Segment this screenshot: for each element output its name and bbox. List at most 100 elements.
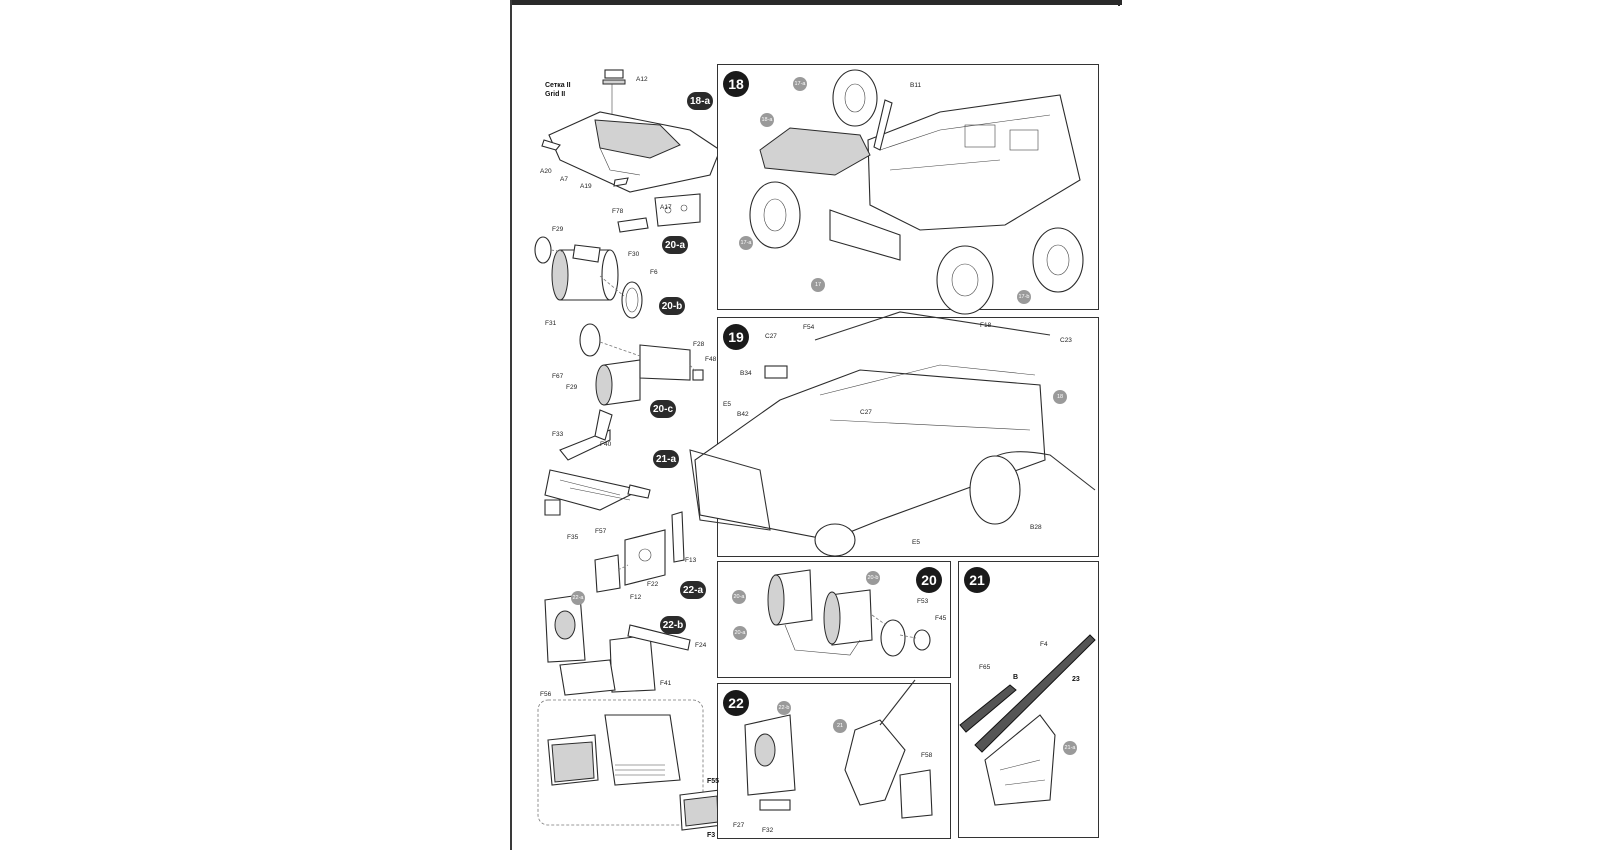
mount-part-drawing <box>594 511 685 593</box>
reference-marker: 18 <box>1053 390 1067 404</box>
grid-label-ru: Сетка II <box>545 82 571 89</box>
part-label: B28 <box>1030 524 1042 531</box>
part-label: C27 <box>765 333 777 340</box>
part-label: A7 <box>560 176 568 183</box>
part-label: F29 <box>566 384 578 391</box>
reference-marker: 22-b <box>777 701 791 715</box>
part-label: F54 <box>803 324 815 331</box>
reference-marker: 17-a <box>739 236 753 250</box>
part-label: E5 <box>912 539 920 546</box>
gun-barrel-22 <box>879 679 916 726</box>
scan-edge-right <box>1118 0 1120 6</box>
part-label: F6 <box>650 269 658 276</box>
frame-part-drawing <box>544 409 651 516</box>
part-label: B34 <box>740 370 752 377</box>
part-label: A12 <box>636 76 648 83</box>
part-label: A19 <box>580 183 592 190</box>
step-number-badge: 19 <box>723 324 749 350</box>
part-label: F31 <box>545 320 557 327</box>
part-label: F65 <box>979 664 991 671</box>
gun-part-f65 <box>959 684 1017 733</box>
star-callout: F3 <box>707 832 716 839</box>
reference-marker: 20-a <box>732 590 746 604</box>
part-f32 <box>759 799 791 811</box>
drum-part-drawing <box>534 236 643 319</box>
step-number-badge: 20 <box>916 567 942 593</box>
vehicle-body-19 <box>694 369 1046 541</box>
wheel-19 <box>969 455 1021 525</box>
part-label: F40 <box>600 441 612 448</box>
scan-edge-top <box>510 0 1122 5</box>
bracket-20 <box>784 624 861 656</box>
part-label: F30 <box>628 251 640 258</box>
part-label: F58 <box>921 752 933 759</box>
part-label: C27 <box>860 409 872 416</box>
part-label: F32 <box>762 827 774 834</box>
star-callout: F55 <box>707 778 720 785</box>
brush-guard <box>689 449 771 531</box>
sub-step-badge: 22-a <box>680 581 706 599</box>
step-number-badge: 22 <box>723 690 749 716</box>
part-label: F12 <box>630 594 642 601</box>
sub-step-badge: 20-c <box>650 400 676 418</box>
drum2-part-drawing <box>579 323 704 406</box>
body-lines <box>819 364 1036 431</box>
part-label: F56 <box>540 691 552 698</box>
step-number-badge: 21 <box>964 567 990 593</box>
part-f58 <box>899 769 933 819</box>
part-label: F13 <box>685 557 697 564</box>
grid-label-en: Grid II <box>545 91 566 98</box>
part-label: F57 <box>595 528 607 535</box>
reference-marker: 22-a <box>571 591 585 605</box>
part-label: B11 <box>910 82 922 89</box>
detail-inset-drawing <box>537 699 723 831</box>
part-label: B42 <box>737 411 749 418</box>
part-label: F41 <box>660 680 672 687</box>
hood-part-drawing <box>541 69 721 193</box>
part-label: F78 <box>612 208 624 215</box>
sub-step-badge: 22-b <box>660 616 686 634</box>
star-callout: 23 <box>1072 676 1080 683</box>
sub-step-badge: 18-a <box>687 92 713 110</box>
sub-step-badge: 20-b <box>659 297 685 315</box>
part-label: F24 <box>695 642 707 649</box>
part-label: F29 <box>552 226 564 233</box>
seat-part-drawing <box>544 594 691 696</box>
snorkel-pipe <box>873 99 893 151</box>
part-label: A17 <box>660 204 672 211</box>
wheels <box>749 69 1084 315</box>
scan-edge-left <box>510 0 512 850</box>
part-f53 <box>880 619 906 657</box>
front-wheel-19 <box>814 523 856 557</box>
part-label: F67 <box>552 373 564 380</box>
part-label: F48 <box>705 356 717 363</box>
reference-marker: 21-a <box>1063 741 1077 755</box>
reference-marker: 17 <box>811 278 825 292</box>
gun-barrel-f4 <box>974 634 1096 753</box>
reference-marker: 17-b <box>1017 290 1031 304</box>
roof-rail <box>814 311 1051 341</box>
part-f45 <box>913 629 931 651</box>
bracket-part-drawing <box>617 193 701 233</box>
step-number-badge: 18 <box>723 71 749 97</box>
sub-step-badge: 21-a <box>653 450 679 468</box>
part-label: F33 <box>552 431 564 438</box>
reference-marker: 20-a <box>733 626 747 640</box>
reference-marker: 18-a <box>760 113 774 127</box>
part-label: F4 <box>1040 641 1048 648</box>
part-label: A20 <box>540 168 552 175</box>
part-label: F27 <box>733 822 745 829</box>
part-label: F35 <box>567 534 579 541</box>
part-label: F45 <box>935 615 947 622</box>
part-label: C23 <box>1060 337 1072 344</box>
gun-mount-21 <box>844 719 906 806</box>
part-b34 <box>764 365 788 379</box>
gun-mount-21a <box>984 714 1056 806</box>
part-label: F18 <box>980 322 992 329</box>
part-label: F53 <box>917 598 929 605</box>
